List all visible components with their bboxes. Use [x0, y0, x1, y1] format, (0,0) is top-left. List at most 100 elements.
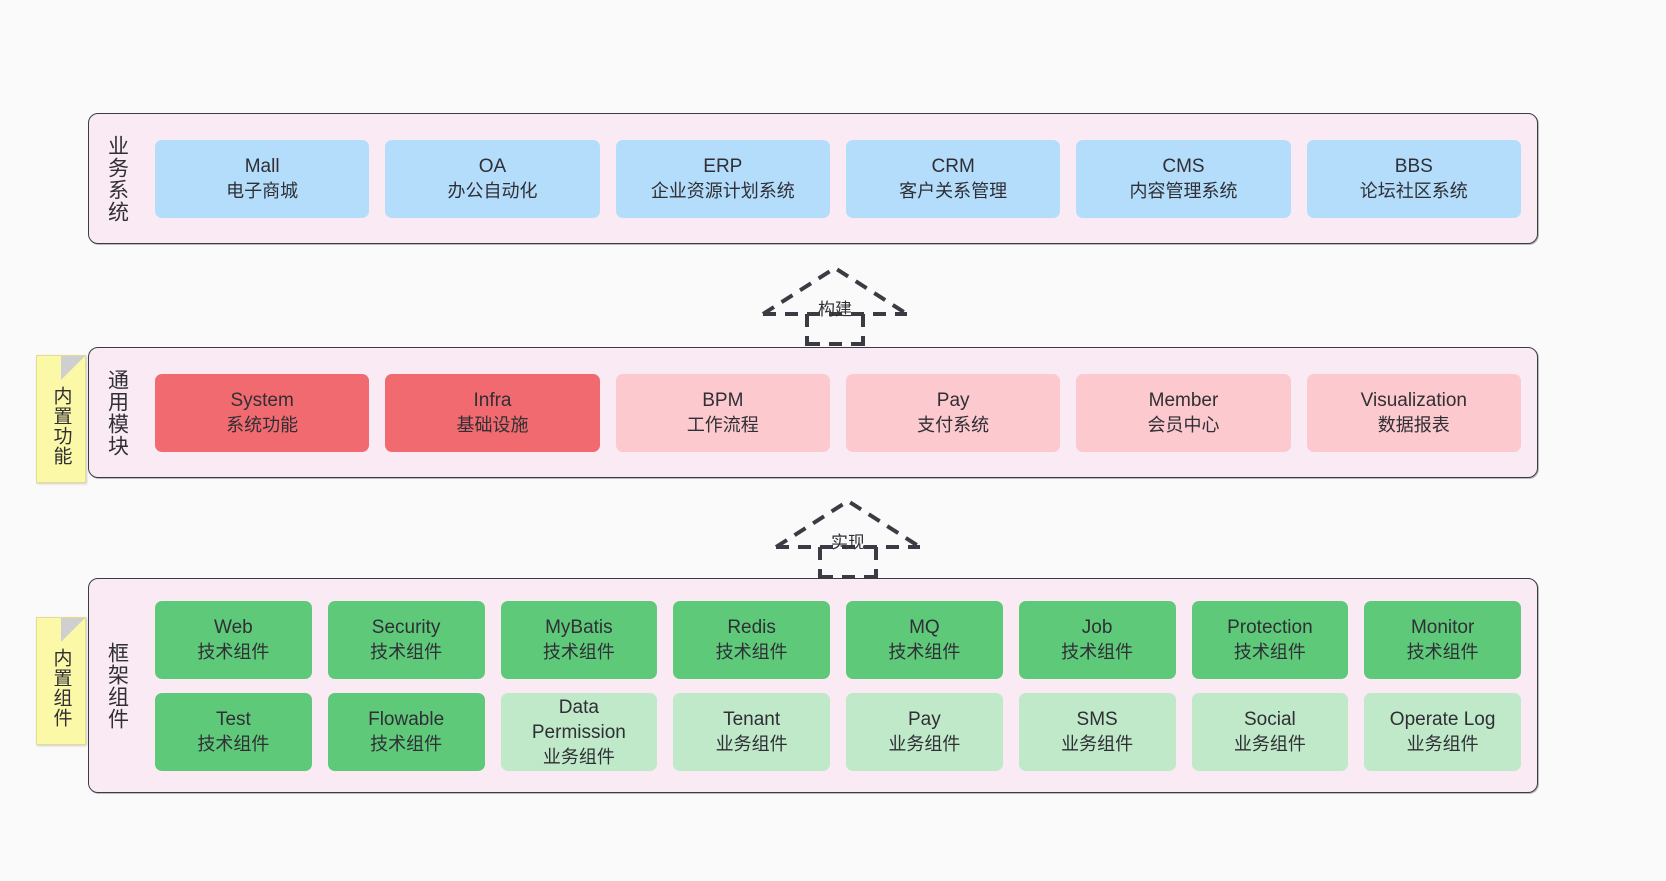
framework-business-row: Test 技术组件 Flowable 技术组件 Data Permission …	[155, 692, 1521, 771]
node-web[interactable]: Web 技术组件	[155, 600, 312, 679]
node-security-cn: 技术组件	[370, 642, 443, 662]
node-protection[interactable]: Protection 技术组件	[1191, 600, 1349, 679]
layer-title-framework: 框架组件	[105, 641, 129, 730]
node-job[interactable]: Job 技术组件	[1018, 600, 1176, 679]
node-sms-en: SMS	[1076, 709, 1118, 730]
node-mq[interactable]: MQ 技术组件	[846, 600, 1003, 679]
connector-build: 构建	[755, 262, 915, 346]
node-system[interactable]: System 系统功能	[155, 373, 370, 452]
connector-implement: 实现	[768, 495, 928, 579]
node-bpm[interactable]: BPM 工作流程	[615, 373, 830, 452]
layer-title-common: 通用模块	[105, 368, 129, 457]
node-flowable-cn: 技术组件	[370, 734, 443, 754]
node-data-permission[interactable]: Data Permission 业务组件	[500, 692, 658, 771]
node-member[interactable]: Member 会员中心	[1076, 373, 1291, 452]
note-builtin-function[interactable]: 内置功能	[36, 355, 86, 483]
node-tenant-en: Tenant	[723, 709, 781, 730]
node-web-en: Web	[214, 617, 253, 638]
node-mybatis-cn: 技术组件	[542, 642, 615, 662]
node-bpm-cn: 工作流程	[686, 415, 759, 435]
node-test-en: Test	[215, 709, 251, 730]
node-operate-log-en: Operate Log	[1389, 709, 1496, 730]
node-pay-component-en: Pay	[908, 709, 941, 730]
node-system-cn: 系统功能	[226, 415, 299, 435]
node-visualization[interactable]: Visualization 数据报表	[1306, 373, 1521, 452]
node-pay-component-cn: 业务组件	[888, 734, 961, 754]
node-mq-cn: 技术组件	[888, 642, 961, 662]
node-sms[interactable]: SMS 业务组件	[1018, 692, 1176, 771]
node-operate-log[interactable]: Operate Log 业务组件	[1364, 692, 1521, 771]
node-web-cn: 技术组件	[197, 642, 270, 662]
node-pay-module-en: Pay	[936, 390, 970, 411]
node-pay-module-cn: 支付系统	[917, 415, 990, 435]
node-data-permission-cn: 业务组件	[542, 746, 615, 767]
node-mall-cn: 电子商城	[226, 181, 299, 201]
node-social-cn: 业务组件	[1233, 734, 1306, 754]
node-operate-log-cn: 业务组件	[1406, 734, 1479, 754]
node-crm-en: CRM	[931, 156, 975, 177]
node-cms-en: CMS	[1162, 156, 1205, 177]
node-visualization-en: Visualization	[1360, 390, 1467, 411]
node-pay-component[interactable]: Pay 业务组件	[846, 692, 1003, 771]
node-data-permission-en: Data Permission	[531, 696, 626, 743]
node-system-en: System	[230, 390, 294, 411]
node-flowable[interactable]: Flowable 技术组件	[327, 692, 485, 771]
node-mq-en: MQ	[909, 617, 940, 638]
framework-tech-row: Web 技术组件 Security 技术组件 MyBatis 技术组件 Redi…	[155, 600, 1521, 679]
node-social-en: Social	[1244, 709, 1296, 730]
node-tenant-cn: 业务组件	[715, 734, 788, 754]
node-sms-cn: 业务组件	[1061, 734, 1134, 754]
layer-body-common: System 系统功能 Infra 基础设施 BPM 工作流程 Pay 支付系统…	[139, 348, 1537, 477]
node-monitor[interactable]: Monitor 技术组件	[1364, 600, 1521, 679]
node-mall[interactable]: Mall 电子商城	[155, 139, 370, 218]
node-job-en: Job	[1081, 617, 1113, 638]
node-test-cn: 技术组件	[197, 734, 270, 754]
node-bbs-en: BBS	[1394, 156, 1433, 177]
layer-common-module[interactable]: 通用模块 System 系统功能 Infra 基础设施 BPM 工作流程 Pay	[88, 347, 1538, 478]
node-tenant[interactable]: Tenant 业务组件	[673, 692, 830, 771]
node-security-en: Security	[371, 617, 441, 638]
node-pay-module[interactable]: Pay 支付系统	[845, 373, 1061, 452]
node-test[interactable]: Test 技术组件	[155, 692, 312, 771]
node-erp[interactable]: ERP 企业资源计划系统	[615, 139, 830, 218]
node-redis[interactable]: Redis 技术组件	[673, 600, 830, 679]
node-infra-en: Infra	[473, 390, 512, 411]
node-infra[interactable]: Infra 基础设施	[385, 373, 600, 452]
node-job-cn: 技术组件	[1061, 642, 1134, 662]
layer-framework-component[interactable]: 框架组件 Web 技术组件 Security 技术组件 MyBatis 技术组件…	[88, 578, 1538, 793]
node-erp-en: ERP	[703, 156, 743, 177]
connector-build-label: 构建	[818, 300, 852, 319]
note-builtin-function-label: 内置功能	[50, 386, 72, 466]
business-node-row: Mall 电子商城 OA 办公自动化 ERP 企业资源计划系统 CRM 客户关系…	[155, 139, 1521, 218]
note-builtin-component[interactable]: 内置组件	[36, 617, 86, 745]
node-monitor-cn: 技术组件	[1406, 642, 1479, 662]
node-infra-cn: 基础设施	[456, 415, 529, 435]
node-bbs[interactable]: BBS 论坛社区系统	[1306, 139, 1521, 218]
node-erp-cn: 企业资源计划系统	[650, 181, 795, 201]
node-bpm-en: BPM	[702, 390, 744, 411]
layer-body-business: Mall 电子商城 OA 办公自动化 ERP 企业资源计划系统 CRM 客户关系…	[139, 114, 1537, 243]
node-member-en: Member	[1148, 390, 1219, 411]
layer-title-business: 业务系统	[105, 134, 129, 223]
node-protection-cn: 技术组件	[1233, 642, 1306, 662]
note-builtin-component-label: 内置组件	[50, 648, 72, 728]
layer-business-system[interactable]: 业务系统 Mall 电子商城 OA 办公自动化 ERP 企业资源计划系统 CRM	[88, 113, 1538, 244]
node-redis-en: Redis	[727, 617, 776, 638]
node-mybatis[interactable]: MyBatis 技术组件	[500, 600, 658, 679]
connector-implement-label: 实现	[831, 533, 865, 552]
node-mall-en: Mall	[244, 156, 280, 177]
node-cms[interactable]: CMS 内容管理系统	[1076, 139, 1291, 218]
node-social[interactable]: Social 业务组件	[1191, 692, 1349, 771]
node-oa[interactable]: OA 办公自动化	[385, 139, 600, 218]
node-redis-cn: 技术组件	[715, 642, 788, 662]
node-bbs-cn: 论坛社区系统	[1359, 181, 1468, 201]
common-node-row: System 系统功能 Infra 基础设施 BPM 工作流程 Pay 支付系统…	[155, 373, 1521, 452]
note-fold-corner-icon	[61, 356, 85, 380]
node-crm[interactable]: CRM 客户关系管理	[845, 139, 1061, 218]
node-visualization-cn: 数据报表	[1377, 415, 1450, 435]
node-flowable-en: Flowable	[368, 709, 445, 730]
node-oa-cn: 办公自动化	[447, 181, 538, 201]
node-oa-en: OA	[478, 156, 507, 177]
node-security[interactable]: Security 技术组件	[327, 600, 485, 679]
